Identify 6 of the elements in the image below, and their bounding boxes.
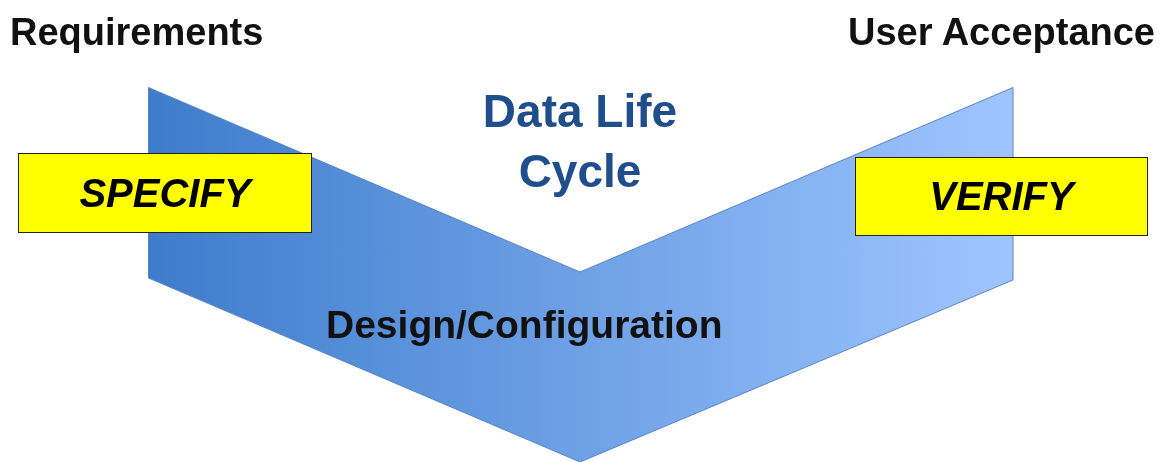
stage-label: Design/Configuration — [326, 303, 723, 347]
stage-box — [855, 157, 1148, 236]
phase-label: Requirements — [10, 10, 265, 55]
center-heading: Data Life Cycle — [481, 84, 679, 199]
stage-box — [18, 153, 312, 233]
phase-label: User Acceptance — [847, 10, 1155, 55]
